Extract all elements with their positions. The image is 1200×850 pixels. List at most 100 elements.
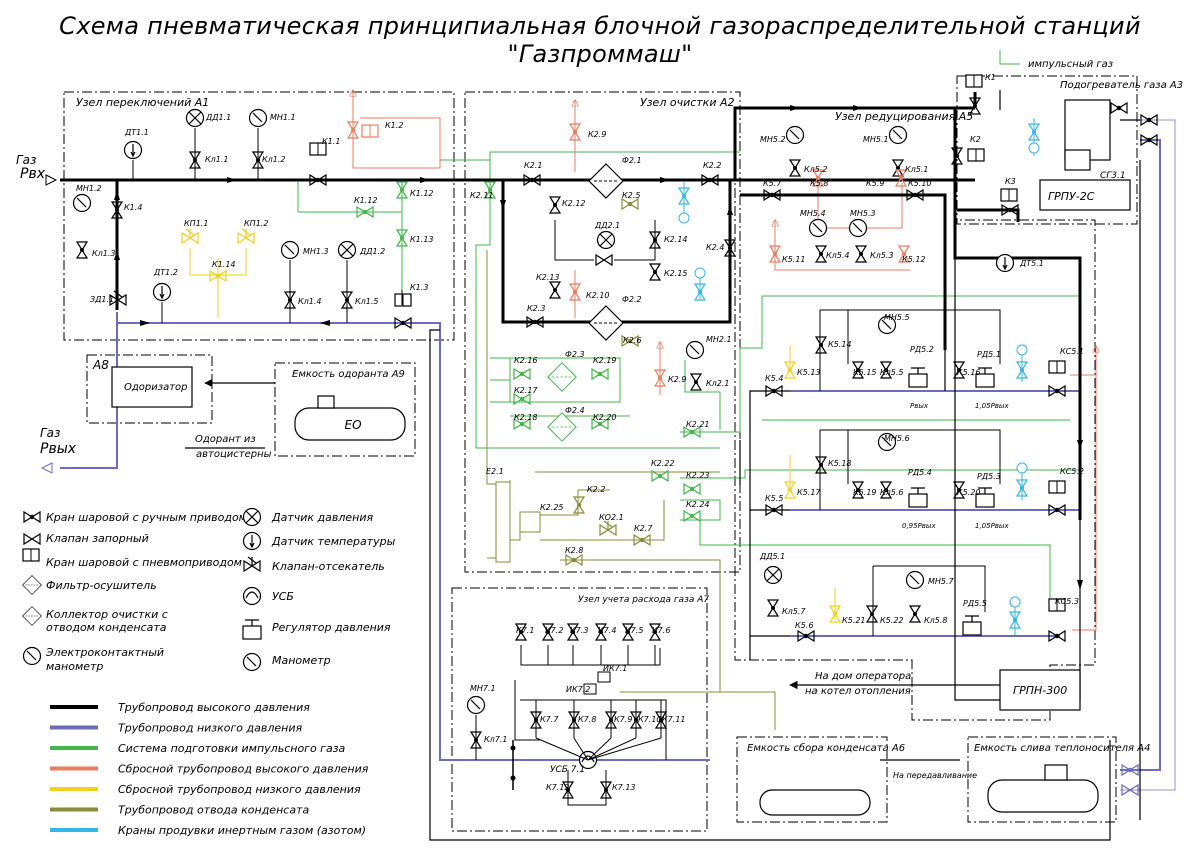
legend-icon-manometer (242, 652, 262, 672)
label-tags-k26: К2.6 (623, 336, 641, 345)
label-tags-k3: К3 (1005, 177, 1016, 186)
label-tags-ik72: ИК7.2 (566, 685, 590, 694)
label-legend-12-label: Регулятор давления (272, 621, 391, 634)
grpu-box (1039, 179, 1131, 211)
label-tags-k711: К7.11 (662, 715, 686, 724)
label-tags-kl21: Кл2.1 (706, 379, 730, 388)
diagram-title: Схема пневматическая принципиальная блоч… (59, 12, 1141, 68)
label-tags-dd11: ДД1.1 (205, 113, 231, 122)
label-tags-k217: К2.17 (514, 386, 538, 395)
valve-kl54 (815, 245, 827, 263)
label-tags-k210: К2.10 (586, 291, 610, 300)
label-blocks-a7: Узел учета расхода газа А7 (578, 595, 709, 605)
label-tags-kl56: Кл5.6 (880, 488, 904, 497)
label-tags-k113: К1.13 (410, 235, 434, 244)
label-line_legend-3-label: Сбросной трубопровод высокого давления (118, 763, 369, 776)
label-tags-k518: К5.18 (828, 459, 852, 468)
label-tags-zd11: ЗД1.1 (90, 295, 114, 304)
label-tags-mn51: МН5.1 (863, 135, 889, 144)
label-tags-kl15: Кл1.5 (355, 297, 379, 306)
gauge-mn12 (72, 193, 92, 213)
valve-k25 (621, 198, 639, 210)
label-tags-mn12: МН1.2 (76, 184, 102, 193)
label-tags-mn13: МН1.3 (303, 247, 329, 256)
label-tags-k56: К5.6 (795, 621, 813, 630)
label-labels-sg31: СГ3.1 (1100, 171, 1126, 181)
valve-dd21-line (595, 254, 613, 266)
label-tags-k77: К7.7 (540, 715, 559, 724)
label-tags-k514: К5.14 (828, 340, 852, 349)
gauge-dd21 (596, 230, 616, 250)
label-blocks-a8: А8 (92, 358, 109, 372)
label-tags-k25: К2.5 (622, 191, 640, 200)
valve-k522 (866, 605, 878, 623)
label-tags-k712: К7.12 (546, 783, 570, 792)
a7-valves (466, 623, 667, 806)
legend-icon-usb (242, 586, 262, 606)
gauge-mn54 (808, 218, 828, 238)
label-tags-k57: К5.7 (763, 179, 782, 188)
label-tags-k58: К5.8 (810, 179, 828, 188)
label-tags-k213: К2.13 (536, 273, 560, 282)
label-legend-3-label: Фильтр-осушитель (46, 579, 157, 592)
filter-f23 (547, 362, 577, 392)
label-labels-to_reburn: На передавливание (893, 771, 977, 780)
label-tags-mn71: МН7.1 (470, 684, 496, 693)
legend-icon-ball-valve-pneumatic (22, 548, 40, 562)
gauge-mn11 (248, 108, 268, 128)
label-tags-k11: К1.1 (322, 137, 340, 146)
label-tags-k76: К7.6 (652, 626, 670, 635)
block-a1-outline (63, 91, 455, 341)
valve-k213 (549, 281, 561, 299)
gas-in-arrow (45, 174, 58, 186)
label-legend-11-label: УСБ (272, 590, 294, 603)
label-tags-k23: К2.3 (527, 304, 545, 313)
label-tags-f21: Ф2.1 (622, 156, 642, 165)
actuator-k12 (361, 124, 379, 138)
symbols-black (72, 74, 1158, 806)
label-tags-k22b: К2.2 (587, 485, 605, 494)
label-tags-rd54: РД5.4 (908, 468, 932, 477)
label-tags-k211: К2.11 (470, 191, 494, 200)
label-blocks-a6: Емкость сбора конденсата А6 (747, 742, 905, 754)
label-tags-k522: К5.22 (880, 616, 904, 625)
label-tags-k14: К1.4 (124, 203, 142, 212)
grpn-box (999, 669, 1081, 711)
label-line_legend-2-label: Система подготовки импульсного газа (118, 742, 346, 755)
symbols-orange (347, 90, 1096, 387)
actuator-ks2 (1048, 480, 1066, 494)
label-labels-impulse_gas: импульсный газ (1028, 59, 1113, 70)
block-a4-outline (967, 736, 1117, 823)
label-line_legend-4-label: Сбросной трубопровод низкого давления (118, 783, 361, 796)
label-labels-odorant2: автоцистерны (196, 449, 272, 460)
valve-a3-out1 (1110, 102, 1128, 114)
gauge-dd51 (763, 565, 783, 585)
valve-kp11 (181, 228, 199, 244)
label-tags-rd53: РД5.3 (977, 472, 1001, 481)
label-tags-kl71: Кл7.1 (484, 735, 508, 744)
label-tags-k54: К5.4 (765, 374, 783, 383)
label-blocks-a2: Узел очистки А2 (640, 96, 735, 109)
label-blocks-a5: Узел редуцирования А5 (835, 110, 973, 123)
gauge-dt51 (995, 253, 1015, 273)
legend-icon-collector (22, 606, 42, 626)
label-tags-k515: К5.15 (853, 368, 877, 377)
label-tags-kl12: Кл1.2 (262, 155, 286, 164)
valve-k212 (549, 196, 561, 214)
blowoff-high-lines (352, 98, 1097, 631)
label-tags-k22: К2.2 (703, 161, 721, 170)
valve-kl13 (76, 241, 88, 259)
label-tags-k710: К7.10 (638, 715, 662, 724)
regulator-rd54 (908, 487, 928, 508)
label-blocks-a9: Емкость одоранта А9 (292, 369, 405, 380)
valve-k216 (513, 368, 531, 380)
label-labels-grpn: ГРПН-300 (1013, 684, 1067, 697)
label-line_legend-0-label: Трубопровод высокого давления (118, 701, 310, 714)
label-tags-kl58: Кл5.8 (924, 616, 948, 625)
legend-icon-cutoff-valve (243, 556, 261, 572)
block-a8-outline (86, 354, 213, 424)
label-tags-k216: К2.16 (514, 356, 538, 365)
label-tags-k73: К7.3 (570, 626, 588, 635)
label-tags-k512: К5.12 (902, 255, 926, 264)
